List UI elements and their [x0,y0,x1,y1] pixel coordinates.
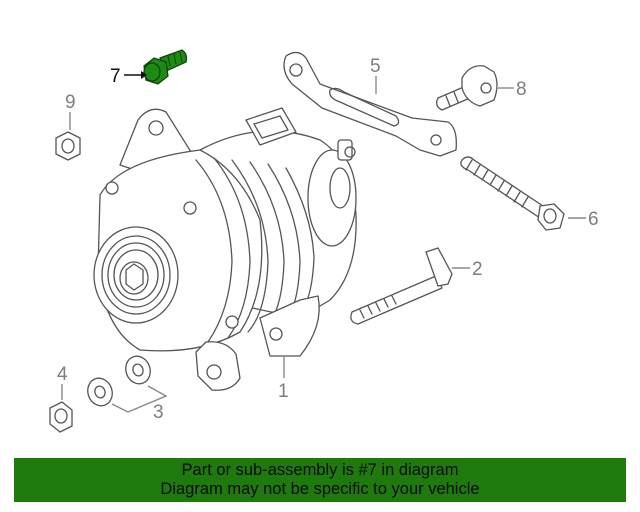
long-bolt-part-2[interactable] [350,247,453,325]
washers-part-3[interactable] [84,353,154,410]
banner-line-2: Diagram may not be specific to your vehi… [160,480,480,498]
bolt-part-7-highlighted[interactable] [143,49,188,85]
stud-part-8[interactable] [436,65,498,111]
parts-diagram: 1 2 3 4 5 6 [49,49,599,433]
callout-4: 4 [57,364,68,385]
callout-3: 3 [153,402,164,423]
callout-2: 2 [472,259,483,280]
nut-part-9[interactable] [55,131,81,161]
banner-line-1: Part or sub-assembly is #7 in diagram [181,461,459,479]
callout-5: 5 [370,56,381,77]
part-info-banner: Part or sub-assembly is #7 in diagram Di… [14,458,626,502]
nut-part-4[interactable] [49,401,73,433]
callout-1: 1 [278,381,289,402]
callout-9: 9 [65,92,76,113]
callout-7: 7 [110,66,121,87]
bolt-part-6[interactable] [460,156,565,231]
callout-6: 6 [588,209,599,230]
alternator-part-1[interactable] [93,107,357,391]
callout-8: 8 [516,79,527,100]
bracket-part-5[interactable] [283,51,457,157]
